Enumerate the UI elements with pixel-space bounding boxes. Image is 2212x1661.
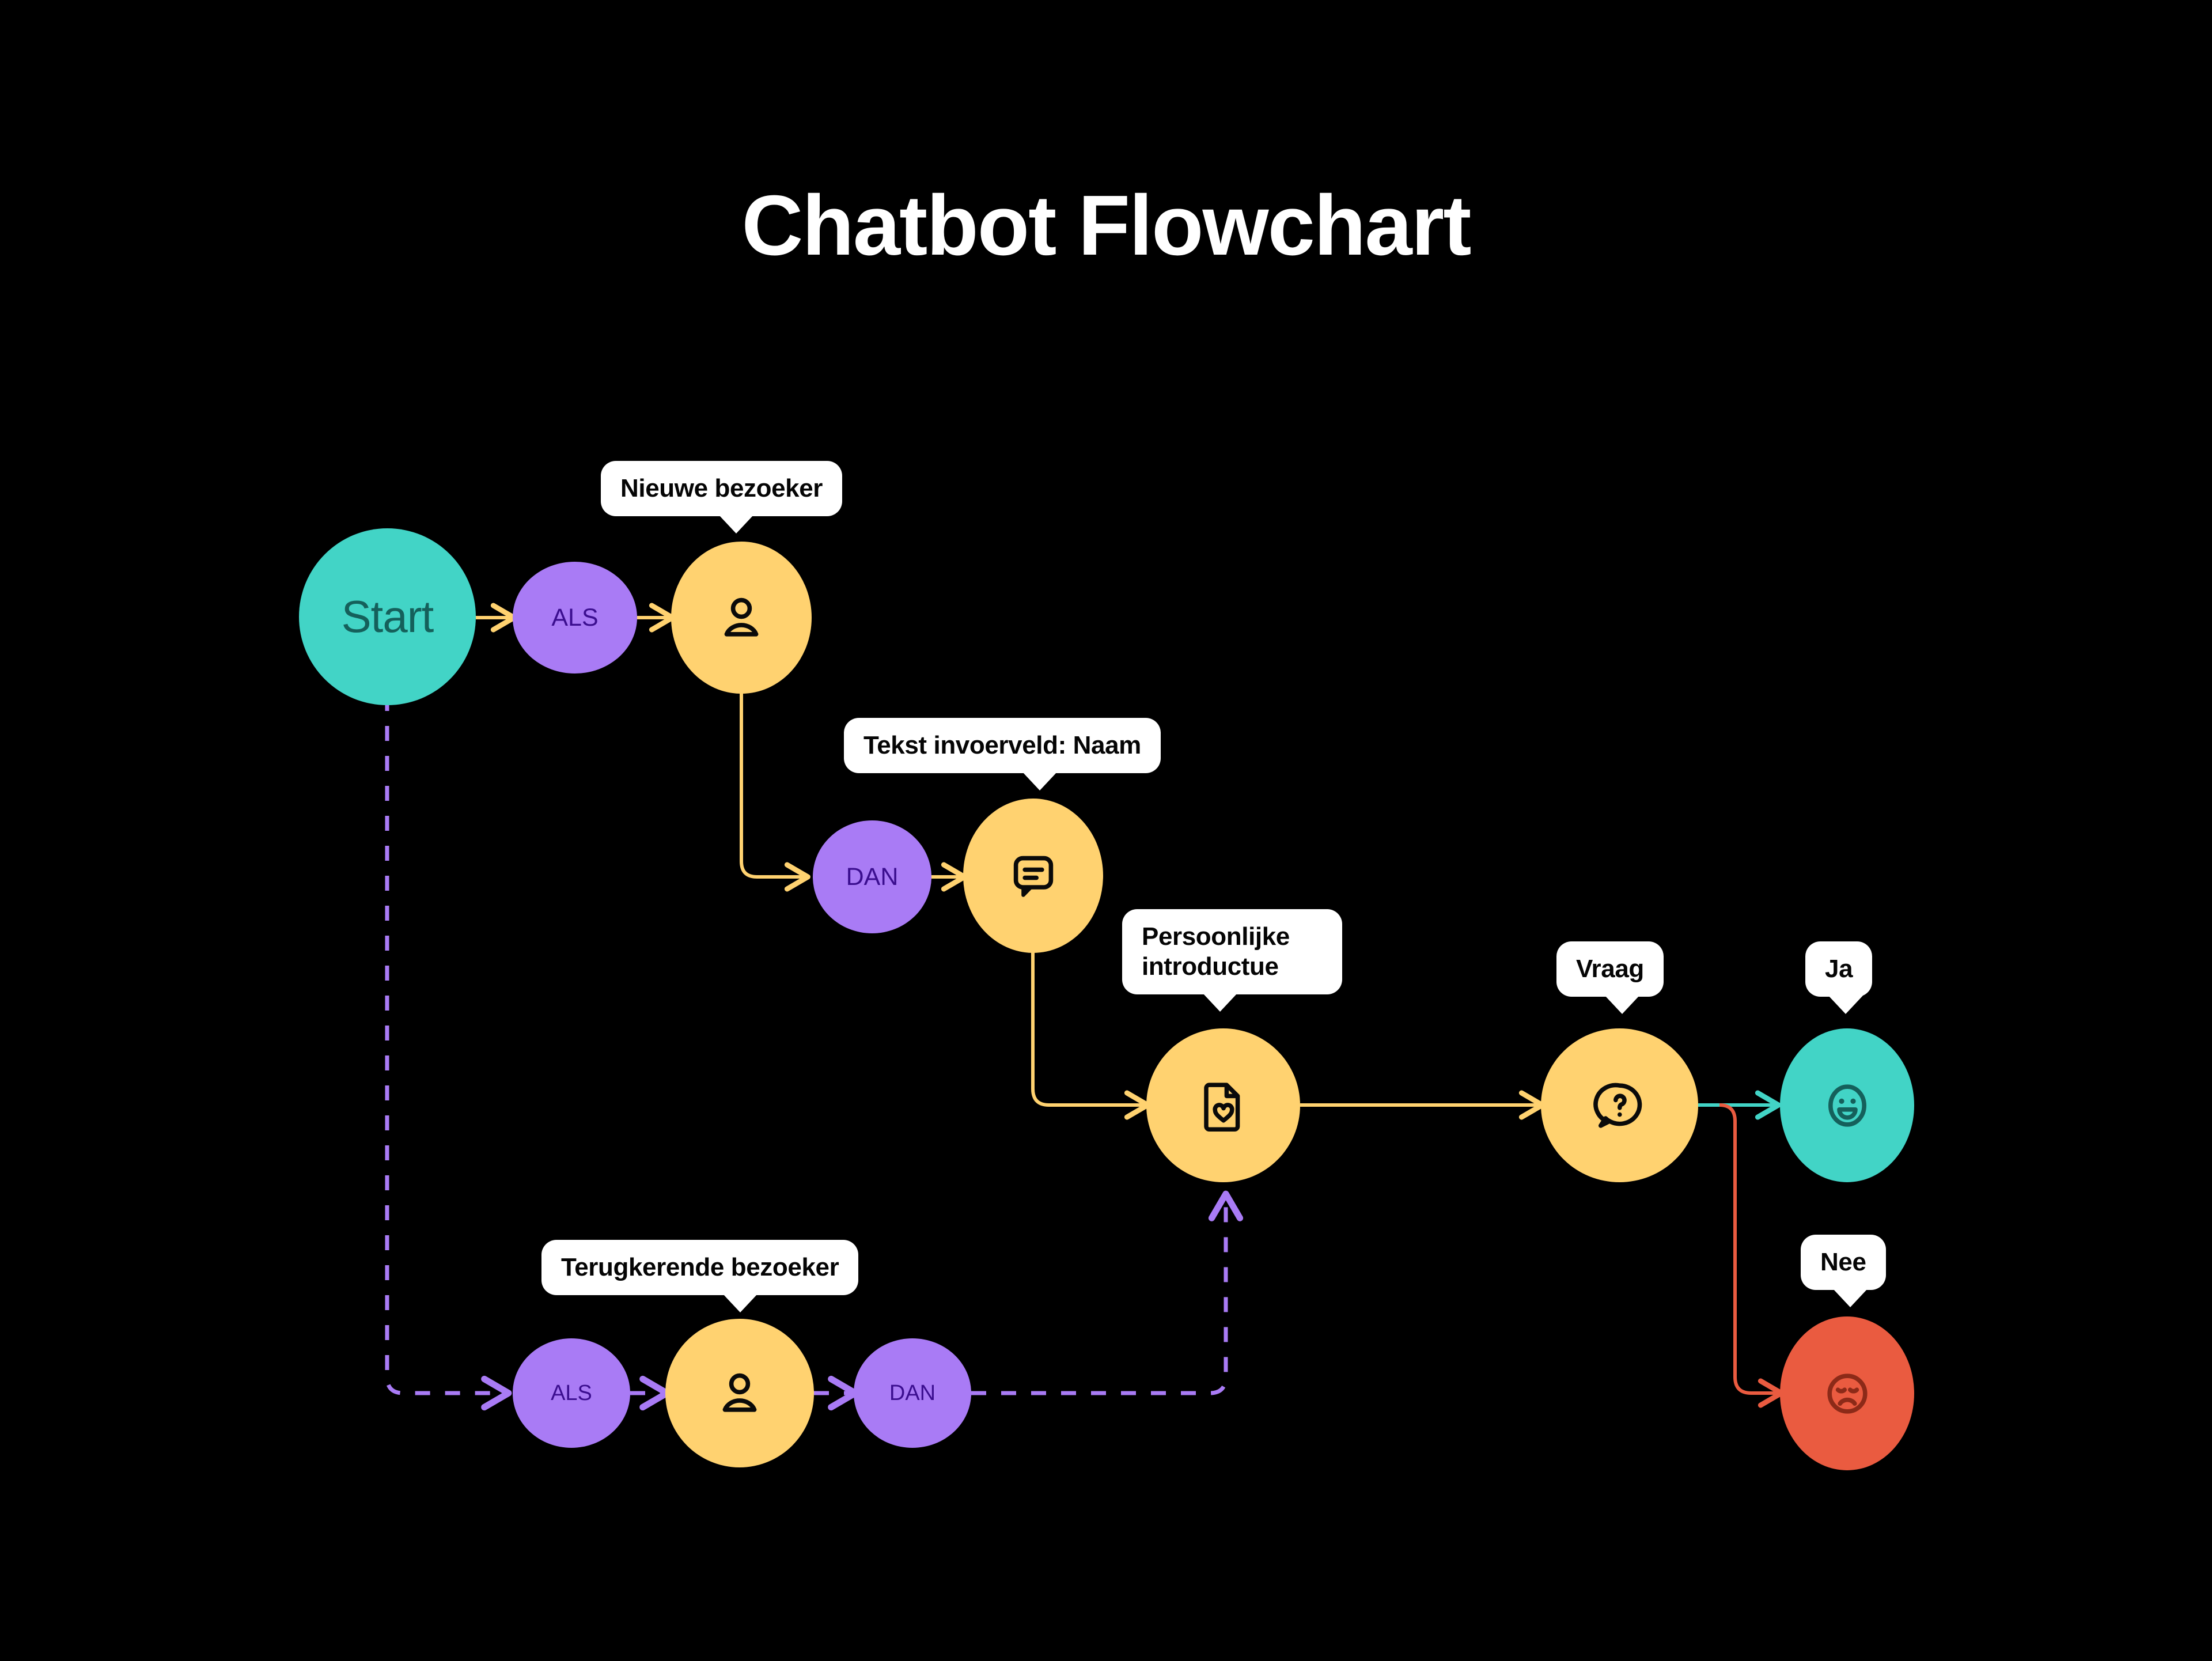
tooltip-yes-label: Ja <box>1825 955 1853 983</box>
node-text-field[interactable] <box>963 799 1103 953</box>
node-start-label: Start <box>341 591 434 642</box>
tooltip-question-label: Vraag <box>1576 955 1644 983</box>
node-new-visitor[interactable] <box>671 542 812 694</box>
badge-dan-bottom-label: DAN <box>889 1380 936 1405</box>
badge-als-top[interactable]: ALS <box>513 562 637 674</box>
tooltip-returning-visitor: Terugkerende bezoeker <box>541 1240 859 1312</box>
node-personal-intro[interactable] <box>1146 1028 1300 1182</box>
document-heart-icon <box>1203 1082 1240 1132</box>
user-icon <box>722 1373 757 1412</box>
tooltip-yes: Ja <box>1805 941 1873 1014</box>
tooltip-new-visitor: Nieuwe bezoeker <box>601 461 843 534</box>
badge-als-bottom[interactable]: ALS <box>513 1338 630 1448</box>
chat-message-icon <box>1013 856 1053 897</box>
edge-new-visitor-to-dan-top <box>740 683 810 892</box>
tooltip-tail <box>719 514 753 534</box>
tooltip-question: Vraag <box>1556 941 1664 1014</box>
happy-face-icon <box>1828 1084 1866 1127</box>
tooltip-tail <box>1605 995 1639 1014</box>
tooltip-returning-visitor-label: Terugkerende bezoeker <box>561 1253 839 1281</box>
node-yes[interactable] <box>1780 1028 1914 1182</box>
tooltip-text-field: Tekst invoerveld: Naam <box>844 718 1161 790</box>
tooltip-intro-line2: introductue <box>1142 952 1279 981</box>
node-question[interactable] <box>1541 1028 1698 1182</box>
badge-als-top-label: ALS <box>551 603 599 631</box>
tooltip-intro: Persoonlijke introductue <box>1122 909 1342 1012</box>
tooltip-tail <box>723 1293 757 1312</box>
node-start[interactable]: Start <box>299 528 476 705</box>
tooltip-tail <box>1022 771 1057 790</box>
edge-question-to-no <box>1719 1103 1784 1408</box>
edge-start-to-als-bottom <box>385 696 512 1411</box>
tooltip-tail <box>1833 1288 1868 1307</box>
badge-dan-top-label: DAN <box>846 862 899 891</box>
page-title: Chatbot Flowchart <box>741 178 1471 273</box>
tooltip-tail <box>1828 995 1863 1014</box>
tooltip-text-field-label: Tekst invoerveld: Naam <box>863 731 1141 759</box>
tooltip-new-visitor-label: Nieuwe bezoeker <box>620 474 823 502</box>
tooltip-no-label: Nee <box>1820 1248 1866 1276</box>
node-no[interactable] <box>1780 1316 1914 1470</box>
node-returning-visitor[interactable] <box>665 1319 814 1467</box>
tooltip-tail <box>1203 993 1237 1012</box>
badge-dan-bottom[interactable]: DAN <box>854 1338 971 1448</box>
user-icon <box>724 597 759 637</box>
badge-als-bottom-label: ALS <box>551 1380 592 1405</box>
tooltip-no: Nee <box>1801 1235 1886 1307</box>
question-bubble-icon <box>1593 1083 1642 1128</box>
tooltip-intro-line1: Persoonlijke <box>1142 922 1290 951</box>
sad-face-icon <box>1827 1373 1868 1414</box>
badge-dan-top[interactable]: DAN <box>813 820 931 933</box>
edge-dan-bottom-to-intro <box>971 1190 1244 1395</box>
